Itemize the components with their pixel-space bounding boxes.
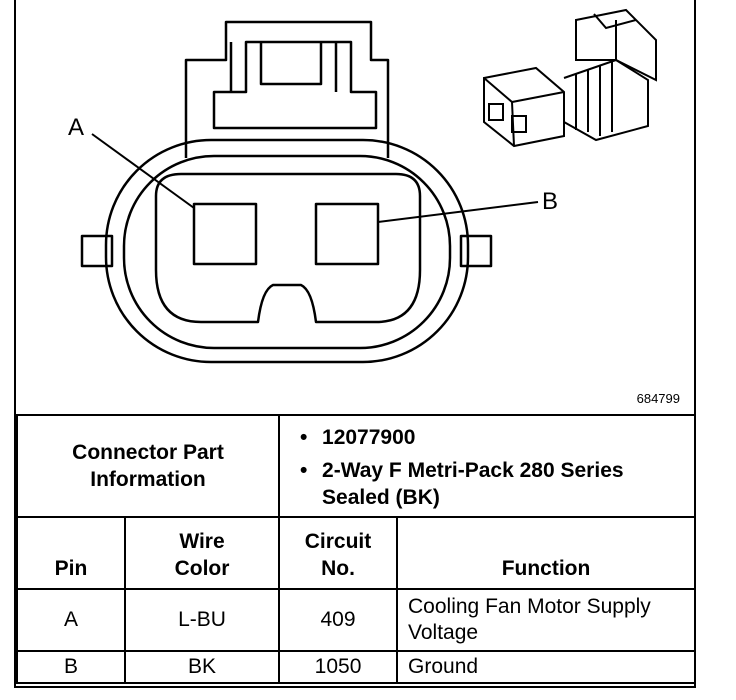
header-wire-color: Wire Color: [123, 516, 281, 590]
part-info-list: 12077900 2-Way F Metri-Pack 280 Series S…: [278, 414, 697, 518]
terminal-a: [192, 202, 258, 266]
part-number: 12077900: [300, 424, 694, 451]
part-description: 2-Way F Metri-Pack 280 Series Sealed (BK…: [300, 457, 694, 511]
inner-cavity: [154, 172, 422, 324]
terminal-b: [314, 202, 380, 266]
table-row: B BK 1050 Ground: [16, 650, 697, 684]
latch-outer: [184, 20, 390, 158]
row-function: Cooling Fan Motor Supply Voltage: [396, 588, 697, 652]
connector-drawing-area: A B 684799: [16, 0, 694, 414]
row-function: Ground: [396, 650, 697, 684]
connector-iso-sketch: [483, 8, 657, 148]
figure-id: 684799: [636, 391, 680, 406]
left-tab: [80, 234, 114, 268]
header-pin: Pin: [16, 516, 126, 590]
latch-inner: [212, 40, 378, 130]
connector-diagram-frame: A B 684799 Connector Part Information 12…: [14, 0, 697, 688]
header-row: Pin Wire Color Circuit No. Function: [16, 516, 697, 590]
row-pin: B: [16, 650, 126, 684]
header-circuit-no: Circuit No.: [278, 516, 399, 590]
row-wire-color: L-BU: [123, 588, 281, 652]
table-row: A L-BU 409 Cooling Fan Motor Supply Volt…: [16, 588, 697, 652]
part-info-label: Connector Part Information: [15, 414, 281, 518]
pin-a-label: A: [68, 114, 85, 141]
pin-b-label: B: [542, 188, 559, 215]
row-pin: A: [16, 588, 126, 652]
connector-info-table: Connector Part Information 12077900 2-Wa…: [15, 414, 697, 684]
right-tab: [459, 234, 493, 268]
row-circuit-no: 1050: [278, 650, 399, 684]
header-function: Function: [396, 516, 697, 590]
connector-face-drawing: [80, 8, 657, 364]
row-wire-color: BK: [123, 650, 281, 684]
row-circuit-no: 409: [278, 588, 399, 652]
housing-outer: [104, 138, 470, 364]
housing-seal: [122, 154, 452, 350]
pin-b-leader: [377, 201, 539, 223]
part-info-row: Connector Part Information 12077900 2-Wa…: [15, 414, 697, 518]
pin-a-leader: [91, 133, 195, 209]
